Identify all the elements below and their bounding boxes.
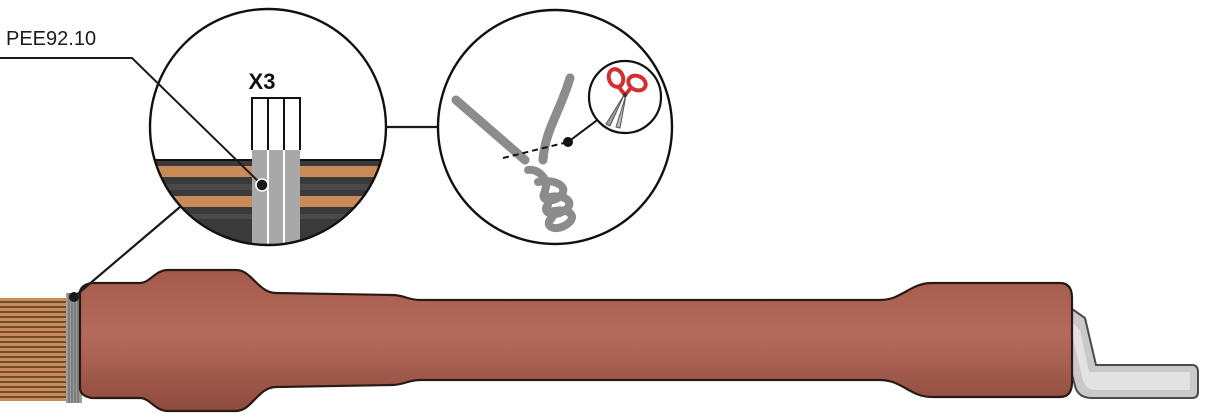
part-code-callout: PEE92.10: [0, 28, 269, 192]
part-code-label: PEE92.10: [6, 28, 96, 50]
tape-wrap-detail: X3: [148, 7, 388, 247]
scissors-icon: [587, 59, 663, 135]
scissors-leader: [563, 117, 601, 147]
heat-shrink-sleeve: [78, 268, 1074, 413]
conductor-strands: [0, 298, 72, 401]
cable-lug: [1061, 300, 1199, 399]
tally-bracket: [251, 97, 301, 150]
multiplier-label: X3: [249, 69, 276, 94]
callout-to-cable-end: [69, 206, 181, 302]
shield-wire-wrap: [66, 293, 82, 403]
